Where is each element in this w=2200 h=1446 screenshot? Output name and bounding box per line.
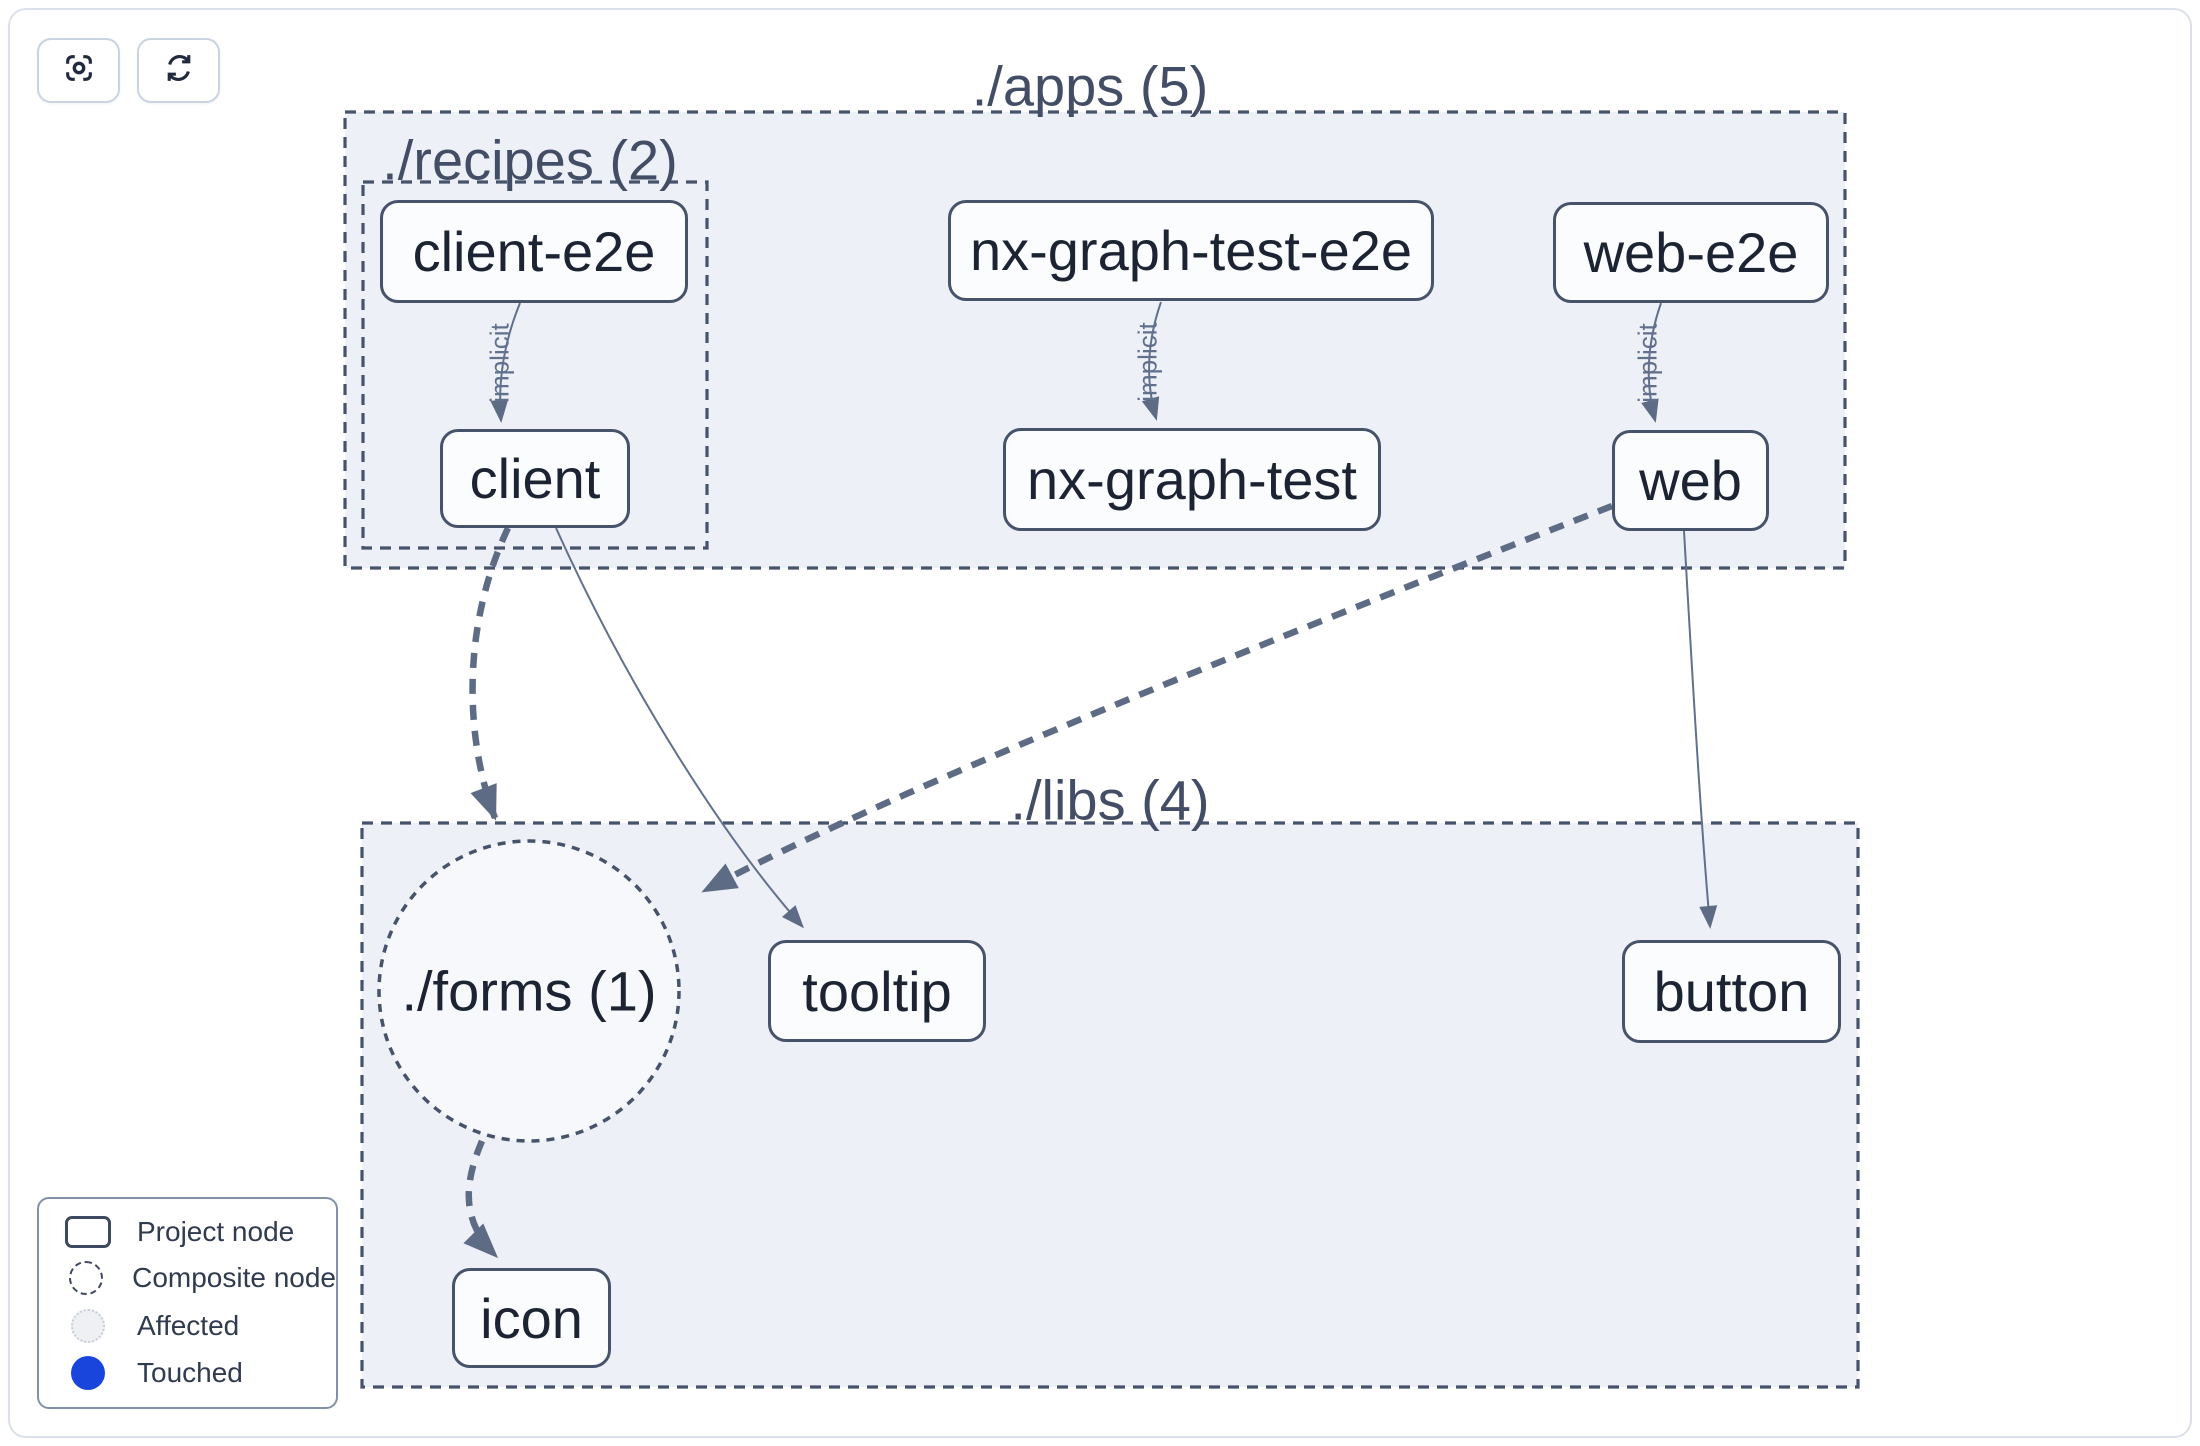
edge-label-implicit-nx-graph-test: implicit [1132,322,1163,402]
graph-toolbar [37,38,220,103]
group-label-recipes: ./recipes (2) [382,128,678,192]
legend-label: Touched [137,1357,243,1389]
refresh-layout-button[interactable] [137,38,220,103]
edge-web-to-forms [701,502,1614,894]
composite-node-forms-label[interactable]: ./forms (1) [401,959,657,1023]
project-node-web-e2e[interactable]: web-e2e [1553,202,1829,303]
focus-reset-button[interactable] [37,38,120,103]
legend-item-project-node: Project node [65,1215,336,1248]
refresh-icon [162,51,196,90]
touched-symbol-icon [65,1356,111,1391]
project-node-web[interactable]: web [1612,430,1769,531]
affected-symbol-icon [65,1308,111,1343]
legend-item-touched: Touched [65,1356,336,1391]
edge-client-to-forms [469,526,511,821]
edge-forms-to-icon [463,1139,499,1259]
project-node-nx-graph-test[interactable]: nx-graph-test [1003,428,1381,531]
project-node-tooltip[interactable]: tooltip [768,940,986,1042]
group-label-apps: ./apps (5) [971,54,1209,118]
project-node-icon[interactable]: icon [452,1268,611,1368]
edge-label-implicit-client: implicit [484,323,515,403]
graph-legend: Project node Composite node Affected Tou… [37,1197,338,1409]
project-node-client[interactable]: client [440,429,630,528]
group-recipes-container [361,180,709,550]
composite-node-forms-circle[interactable] [377,839,681,1143]
edge-web-e2e-to-web [1641,302,1662,423]
project-node-symbol-icon [65,1215,111,1248]
composite-node-symbol-icon [65,1261,106,1296]
project-node-nx-graph-test-e2e[interactable]: nx-graph-test-e2e [948,200,1434,301]
legend-label: Affected [137,1309,240,1341]
legend-label: Composite node [132,1262,336,1294]
group-label-libs: ./libs (4) [1010,768,1210,832]
legend-label: Project node [137,1215,295,1247]
legend-item-composite-node: Composite node [65,1261,336,1296]
project-node-button[interactable]: button [1622,940,1841,1043]
edge-client-e2e-to-client [490,302,521,423]
project-node-client-e2e[interactable]: client-e2e [380,200,688,303]
edge-label-implicit-web: implicit [1632,323,1663,403]
edge-nx-graph-test-e2e-to-nx-graph-test [1141,301,1162,421]
legend-item-affected: Affected [65,1308,336,1343]
focus-icon [62,51,96,90]
edge-web-to-button [1683,530,1718,929]
edge-client-to-tooltip [555,527,804,929]
